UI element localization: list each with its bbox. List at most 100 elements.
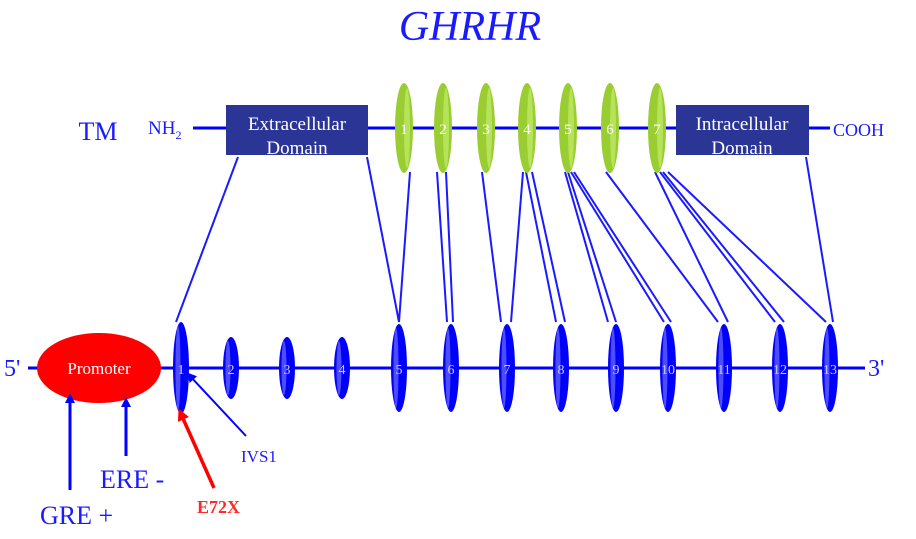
tm-helix-2-label: 2 bbox=[439, 122, 447, 138]
exon-4-shade bbox=[336, 341, 342, 395]
promoter-label: Promoter bbox=[67, 359, 131, 378]
exon-9-shade bbox=[610, 328, 616, 408]
mapping-line bbox=[654, 171, 729, 323]
exon-1-label: 1 bbox=[178, 363, 185, 378]
tm-helix-1-label: 1 bbox=[400, 122, 408, 138]
intracellular-domain-line2: Domain bbox=[711, 138, 773, 159]
five-prime-label: 5' bbox=[4, 356, 20, 382]
exon-3-shade bbox=[281, 341, 287, 395]
tm-helix-4: 4 bbox=[518, 83, 536, 173]
intracellular-domain-box: Intracellular Domain bbox=[676, 105, 809, 159]
mapping-line bbox=[510, 171, 524, 323]
extracellular-domain-box: Extracellular Domain bbox=[226, 105, 368, 159]
tm-helix-6-shine bbox=[610, 88, 616, 168]
tm-helix-4-shine bbox=[527, 88, 533, 168]
mapping-line bbox=[805, 156, 834, 323]
exon-10-shade bbox=[662, 328, 668, 408]
ere-label: ERE - bbox=[100, 465, 164, 494]
exon-13-label: 13 bbox=[823, 363, 837, 378]
mapping-line bbox=[445, 171, 454, 323]
mapping-line bbox=[525, 171, 557, 323]
tm-label: TM bbox=[79, 117, 118, 146]
exon-6: 6 bbox=[443, 324, 459, 412]
exon-6-shade bbox=[445, 328, 451, 408]
exon-1: 1 bbox=[173, 322, 189, 414]
exon-5-label: 5 bbox=[396, 363, 403, 378]
exon-5-shade bbox=[393, 328, 399, 408]
intracellular-domain-line1: Intracellular bbox=[696, 114, 790, 135]
tm-helix-1: 1 bbox=[395, 83, 413, 173]
exon-8-label: 8 bbox=[558, 363, 565, 378]
exon-5: 5 bbox=[391, 324, 407, 412]
mapping-line bbox=[366, 156, 400, 323]
tm-helix-1-shine bbox=[404, 88, 410, 168]
mapping-line bbox=[436, 171, 448, 323]
exon-2-label: 2 bbox=[228, 363, 235, 378]
mapping-line bbox=[659, 171, 776, 323]
mapping-line bbox=[531, 171, 566, 323]
ivs1-arrow bbox=[186, 372, 247, 437]
exon-11: 11 bbox=[716, 324, 732, 412]
exon-6-label: 6 bbox=[448, 363, 455, 378]
mapping-line bbox=[662, 171, 785, 323]
n-terminus-subscript: 2 bbox=[175, 128, 181, 142]
tm-helix-4-label: 4 bbox=[523, 122, 531, 138]
exon-3: 3 bbox=[279, 337, 295, 399]
mapping-line bbox=[605, 171, 719, 323]
mapping-line bbox=[567, 171, 617, 323]
exon-2-shade bbox=[225, 341, 231, 395]
exon-8-shade bbox=[555, 328, 561, 408]
tm-helix-2-shine bbox=[443, 88, 449, 168]
exon-mapping-lines bbox=[175, 156, 834, 323]
tm-helix-2: 2 bbox=[434, 83, 452, 173]
exon-12: 12 bbox=[772, 324, 788, 412]
three-prime-label: 3' bbox=[868, 356, 884, 382]
exon-10-label: 10 bbox=[661, 363, 675, 378]
e72x-label: E72X bbox=[197, 497, 240, 517]
exon-11-shade bbox=[718, 328, 724, 408]
tm-helix-7-label: 7 bbox=[653, 122, 661, 138]
tm-helix-3-label: 3 bbox=[482, 122, 490, 138]
tm-helices: 1 2 3 4 5 6 7 bbox=[395, 83, 666, 173]
exon-9-label: 9 bbox=[613, 363, 620, 378]
tm-helix-5-shine bbox=[568, 88, 574, 168]
exon-7-shade bbox=[501, 328, 507, 408]
mapping-line bbox=[175, 156, 239, 323]
exon-4: 4 bbox=[334, 337, 350, 399]
exon-4-label: 4 bbox=[339, 363, 346, 378]
exon-1-shade bbox=[175, 326, 181, 410]
mapping-line bbox=[573, 171, 672, 323]
exon-7: 7 bbox=[499, 324, 515, 412]
extracellular-domain-rect bbox=[226, 105, 368, 155]
diagram-title: GHRHR bbox=[399, 4, 541, 50]
mapping-line bbox=[570, 171, 665, 323]
exon-12-shade bbox=[774, 328, 780, 408]
gre-label: GRE + bbox=[40, 501, 113, 530]
n-terminus-text: NH bbox=[148, 118, 176, 139]
tm-helix-7-shine bbox=[657, 88, 663, 168]
tm-helix-7: 7 bbox=[648, 83, 666, 173]
mapping-line bbox=[481, 171, 502, 323]
exon-8: 8 bbox=[553, 324, 569, 412]
n-terminus-label: NH2 bbox=[148, 118, 181, 142]
mapping-line bbox=[667, 171, 827, 323]
intracellular-domain-rect bbox=[676, 105, 809, 155]
exon-10: 10 bbox=[660, 324, 676, 412]
tm-helix-3: 3 bbox=[477, 83, 495, 173]
mapping-line bbox=[564, 171, 609, 323]
exon-9: 9 bbox=[608, 324, 624, 412]
promoter-ellipse bbox=[37, 333, 161, 403]
extracellular-domain-line2: Domain bbox=[266, 138, 328, 159]
c-terminus-label: COOH bbox=[833, 120, 884, 140]
exon-7-label: 7 bbox=[504, 363, 511, 378]
exon-2: 2 bbox=[223, 337, 239, 399]
tm-helix-3-shine bbox=[486, 88, 492, 168]
tm-helix-5: 5 bbox=[559, 83, 577, 173]
exon-13-shade bbox=[824, 328, 830, 408]
tm-helix-6-label: 6 bbox=[606, 122, 614, 138]
ivs1-label: IVS1 bbox=[241, 447, 277, 466]
exon-11-label: 11 bbox=[717, 363, 730, 378]
